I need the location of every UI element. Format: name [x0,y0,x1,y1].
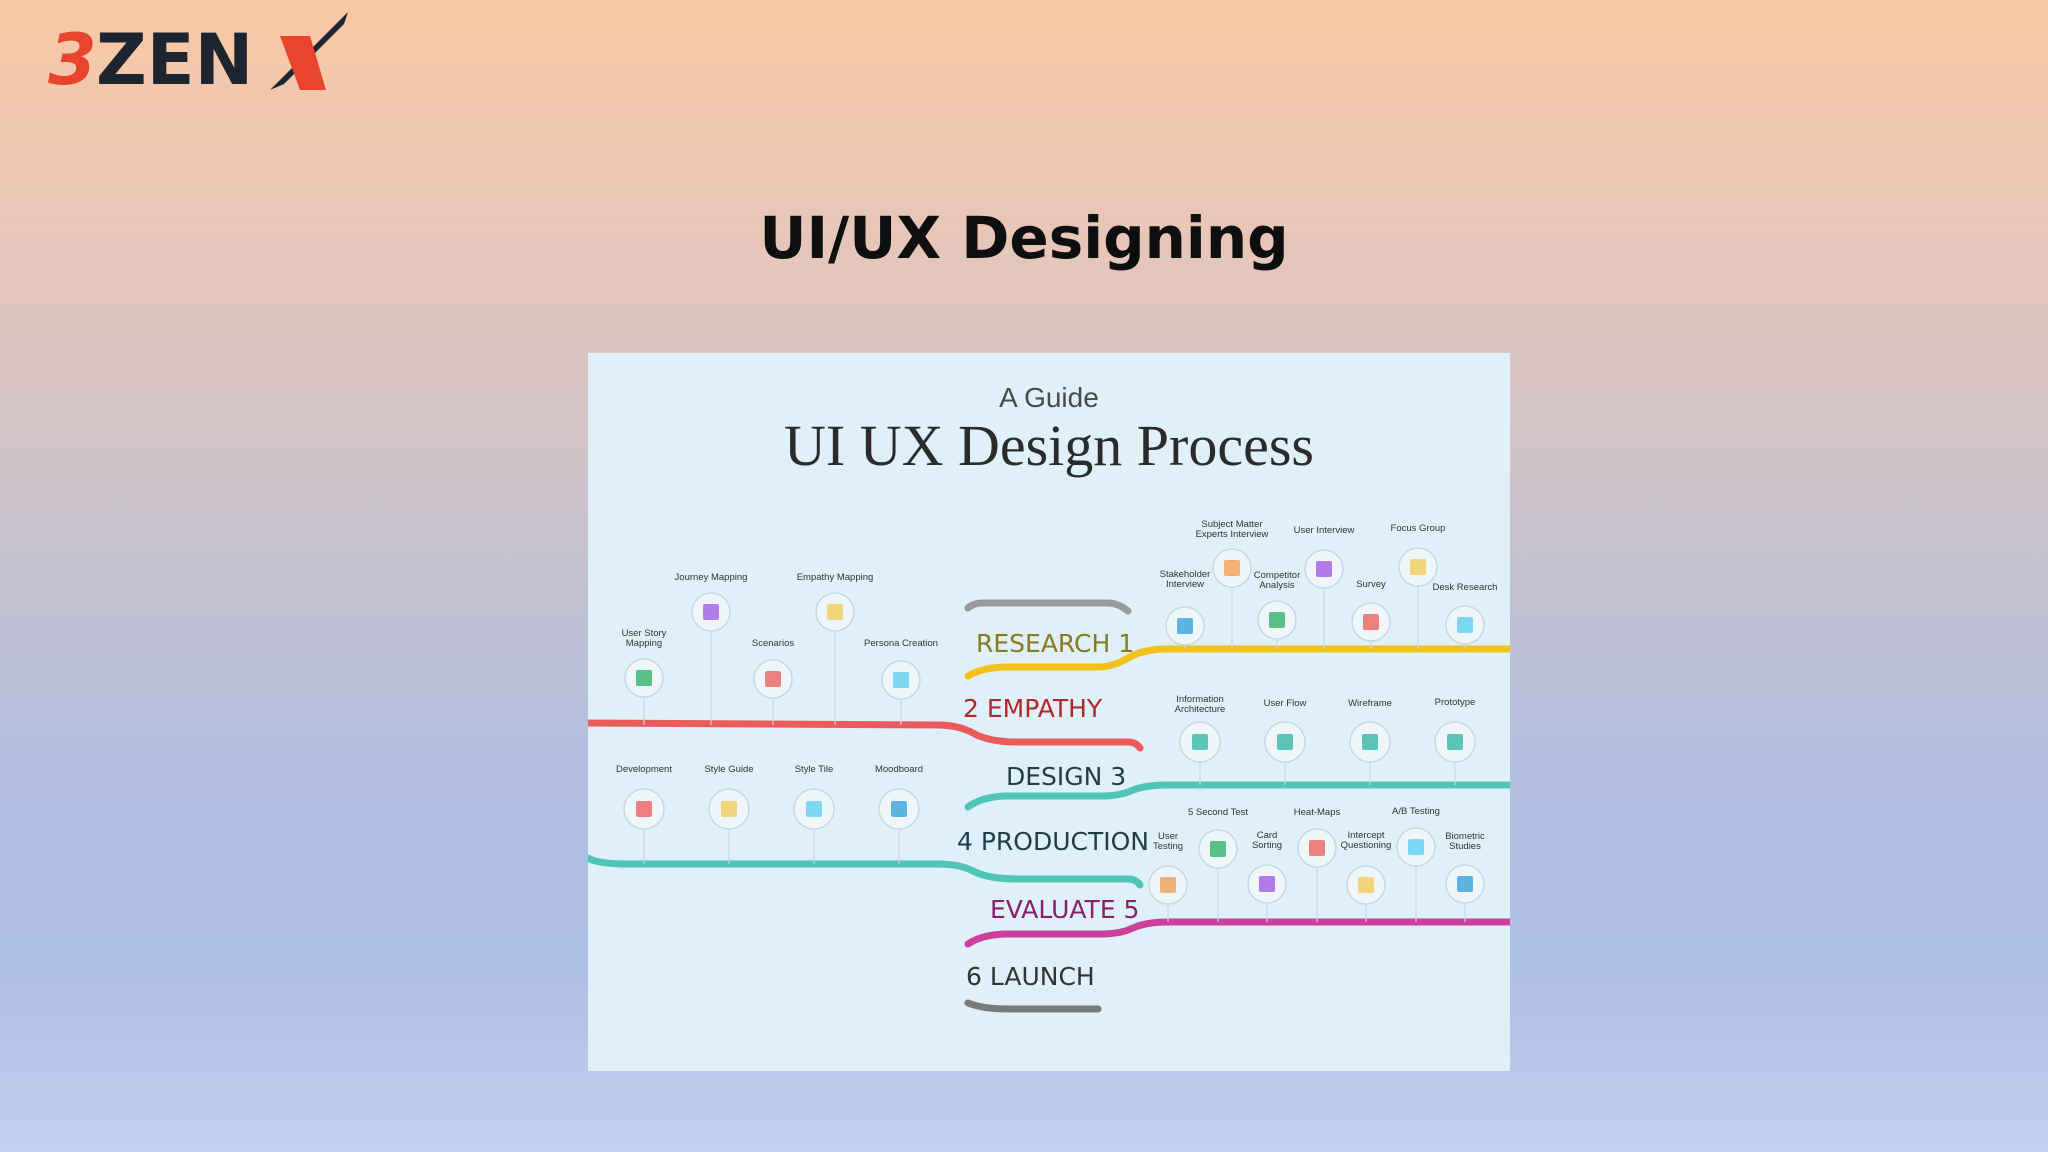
production-node-0-label: Development [616,764,672,775]
research-node-5-label: Focus Group [1391,523,1446,534]
evaluate-node-1-label: 5 Second Test [1188,807,1248,818]
logo-wordmark: ZEN [96,19,253,101]
stage-label-empathy: 2 EMPATHY [963,694,1103,723]
design-node-2-label: Wireframe [1348,698,1392,709]
brand-logo: 3 ZEN [48,12,348,101]
research-node-2-label: Analysis [1259,580,1295,591]
empathy-node-0-label: User Story [622,628,667,639]
evaluate-node-3-label: Heat-Maps [1294,807,1341,818]
empathy-node-1-glyph [703,604,719,620]
production-ribbon [588,854,1144,889]
evaluate-node-5-glyph [1408,839,1424,855]
design-node-1-label: User Flow [1264,698,1307,709]
research-node-6-label: Desk Research [1433,582,1498,593]
research-node-6-glyph [1457,617,1473,633]
production-node-1-glyph [721,801,737,817]
logo-numeral: 3 [48,19,97,101]
stage-label-production: 4 PRODUCTION [957,827,1149,856]
evaluate-node-6-label: Biometric [1445,831,1485,842]
stage-label-evaluate: EVALUATE 5 [990,895,1139,924]
evaluate-node-4-label: Questioning [1341,840,1392,851]
research-node-5-glyph [1410,559,1426,575]
design-node-3-glyph [1447,734,1463,750]
empathy-node-2-glyph [765,671,781,687]
production-node-0-glyph [636,801,652,817]
research-ribbon [964,645,1510,680]
evaluate-node-6-glyph [1457,876,1473,892]
design-node-0-glyph [1192,734,1208,750]
empathy-node-2-label: Scenarios [752,638,794,649]
research-node-3-glyph [1316,561,1332,577]
stage-label-design: DESIGN 3 [1006,762,1126,791]
production-node-2-glyph [806,801,822,817]
empathy-node-0-label: Mapping [626,638,662,649]
design-node-3-label: Prototype [1435,697,1476,708]
research-node-0-label: Stakeholder [1160,569,1211,580]
design-node-0-label: Information [1176,694,1224,705]
stage-label-research: RESEARCH 1 [976,629,1134,658]
evaluate-node-4-glyph [1358,877,1374,893]
empathy-node-4-label: Persona Creation [864,638,938,649]
research-node-1-glyph [1224,560,1240,576]
evaluate-node-0-glyph [1160,877,1176,893]
evaluate-node-2-label: Card [1257,830,1278,841]
empathy-node-1-label: Journey Mapping [675,572,748,583]
evaluate-node-0-label: Testing [1153,841,1183,852]
design-node-2-glyph [1362,734,1378,750]
evaluate-node-6-label: Studies [1449,841,1481,852]
empathy-node-3-label: Empathy Mapping [797,572,874,583]
production-node-3-glyph [891,801,907,817]
production-node-1-label: Style Guide [704,764,753,775]
guide-kicker: A Guide [999,382,1099,413]
slide-title: UI/UX Designing [759,204,1289,272]
evaluate-ribbon [964,918,1510,948]
design-node-0-label: Architecture [1175,704,1226,715]
design-node-1-glyph [1277,734,1293,750]
research-node-4-label: Survey [1356,579,1386,590]
launch-ribbon [964,999,1102,1013]
guide-title: UI UX Design Process [784,413,1314,478]
research-node-1-label: Experts Interview [1196,529,1269,540]
design-ribbon [964,781,1510,811]
research-node-0-glyph [1177,618,1193,634]
research-node-4-glyph [1363,614,1379,630]
evaluate-node-4-label: Intercept [1348,830,1385,841]
research-node-2-glyph [1269,612,1285,628]
evaluate-node-5-label: A/B Testing [1392,806,1440,817]
research-node-0-label: Interview [1166,579,1204,590]
research-node-3-label: User Interview [1294,525,1355,536]
stage-label-launch: 6 LAUNCH [966,962,1095,991]
production-node-2-label: Style Tile [795,764,834,775]
logo-x-accent [280,36,326,90]
launch-top-ribbon [964,599,1132,615]
empathy-node-4-glyph [893,672,909,688]
research-node-2-label: Competitor [1254,570,1300,581]
evaluate-node-2-label: Sorting [1252,840,1282,851]
evaluate-node-0-label: User [1158,831,1178,842]
empathy-ribbon [588,719,1144,752]
evaluate-node-1-glyph [1210,841,1226,857]
production-node-3-label: Moodboard [875,764,923,775]
empathy-node-0-glyph [636,670,652,686]
empathy-node-3-glyph [827,604,843,620]
research-node-1-label: Subject Matter [1201,519,1262,530]
evaluate-node-2-glyph [1259,876,1275,892]
evaluate-node-3-glyph [1309,840,1325,856]
